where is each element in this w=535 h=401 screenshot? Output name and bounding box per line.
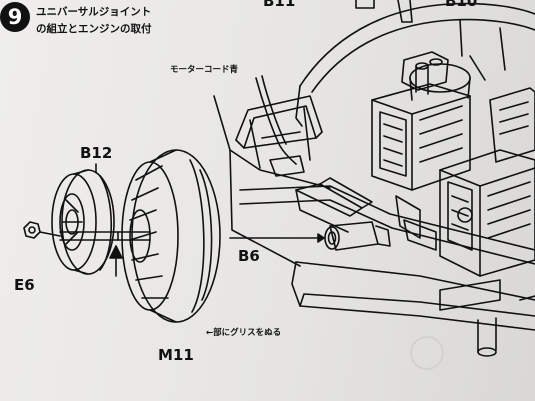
step-title-line1: ユニバーサルジョイント xyxy=(36,6,152,18)
label-motor-cord: モーターコード青 xyxy=(170,65,239,75)
label-b12: B12 xyxy=(80,144,113,162)
tire-m11 xyxy=(121,149,221,323)
label-e6: E6 xyxy=(14,276,35,294)
grease-note: ←部にグリスをぬる xyxy=(206,328,282,338)
wheel-b12 xyxy=(51,169,115,275)
motor-block xyxy=(371,51,471,191)
label-b11: B11 xyxy=(263,0,296,10)
next-step-ghost-badge xyxy=(410,336,444,370)
gearbox xyxy=(439,87,535,277)
lower-bar xyxy=(439,279,501,311)
chassis-rail xyxy=(239,185,535,251)
label-b10: B10 xyxy=(445,0,478,10)
body-arch xyxy=(299,2,535,87)
label-m11: M11 xyxy=(158,346,194,364)
b6-joint-tube xyxy=(324,221,391,251)
nut-e6 xyxy=(23,221,61,239)
step-title-line2: の組立とエンジンの取付 xyxy=(36,23,152,35)
label-b6: B6 xyxy=(238,247,260,265)
motor-cord xyxy=(255,77,297,165)
roll-bar xyxy=(235,95,323,141)
step-number-badge: 9 xyxy=(0,2,30,32)
